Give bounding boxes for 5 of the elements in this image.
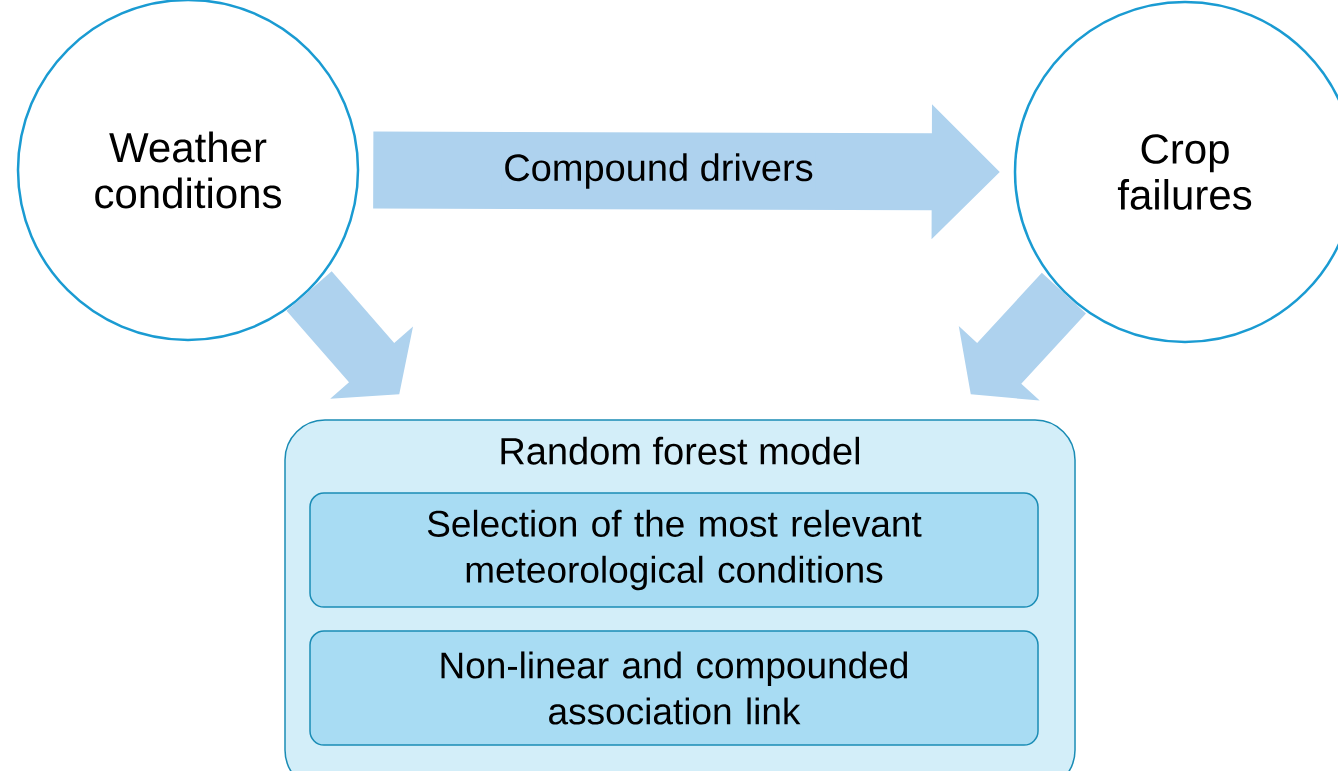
edge-label: Compound drivers	[501, 151, 816, 191]
block-arrow	[958, 272, 1086, 401]
step-box: Non-linear and compounded association link	[309, 630, 1039, 746]
step-box: Selection of the most relevant meteorological conditions	[309, 492, 1039, 608]
block-arrow	[286, 271, 414, 399]
